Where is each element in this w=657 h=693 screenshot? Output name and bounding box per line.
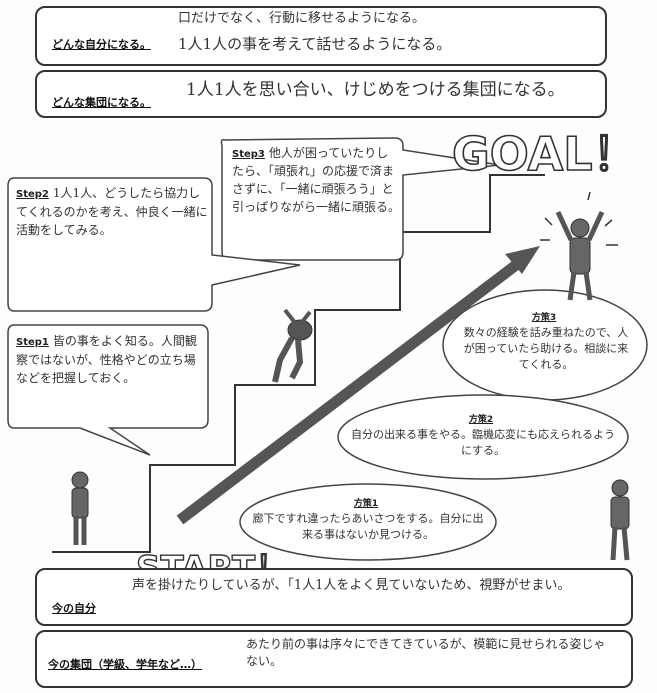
method3-text: 方策3 数々の経験を話み重ねたので、人が困っていたら助ける。相談に来てくれる。: [460, 312, 632, 373]
method1-ellipse: [239, 483, 497, 561]
method2-body: 自分の出来る事をやる。臨機応変にも応えられるようにする。: [351, 428, 615, 457]
step1-body: 皆の事をよく知る。人間観察ではないが、性格やどの立ち場などを把握しておく。: [16, 334, 197, 386]
staircase-outline: [52, 174, 545, 553]
goal-heading: GOAL！: [452, 127, 639, 181]
step3-label: Step3: [232, 149, 265, 160]
method2-ellipse: [337, 394, 629, 480]
current-self-box: [35, 568, 633, 626]
target-group-box: [35, 70, 607, 118]
method2-label: 方策2: [468, 415, 494, 425]
sparkle-lines: [540, 191, 618, 246]
step2-label: Step2: [16, 189, 49, 200]
current-group-text: あたり前の事は序々にできてきているが、模範に見せられる姿じゃない。: [246, 637, 606, 669]
target-group-text: 1人1人を思い合い、けじめをつける集団になる。: [186, 80, 565, 100]
method1-label: 方策1: [353, 499, 379, 509]
target-self-box: [35, 6, 607, 66]
step1-label: Step1: [16, 337, 49, 348]
target-self-label: どんな自分になる。: [52, 38, 151, 51]
step1-bubble: [7, 324, 209, 456]
method3-label: 方策3: [531, 313, 557, 323]
climbing-figure: [272, 308, 313, 383]
target-group-label: どんな集団になる。: [52, 96, 151, 109]
target-self-line2: 1人1人の事を考えて話せるようになる。: [178, 35, 452, 53]
target-self-line1: 口だけでなく、行動に移せるようになる。: [178, 11, 426, 26]
progress-arrow-shaft: [176, 257, 524, 525]
step3-body: 他人が困っていたりしたら、「頑張れ」の応援で済まさずに、「一緒に頑張ろう」と引っ…: [232, 146, 401, 214]
current-group-label: 今の集団（学級、学年など…）: [48, 658, 202, 671]
method1-text: 方策1 廊下ですれ違ったらあいさつをする。自分に出来る事はないか見つける。: [252, 498, 484, 543]
method3-body: 数々の経験を話み重ねたので、人が困っていたら助ける。相談に来てくれる。: [463, 326, 629, 371]
current-self-text: 声を掛けたりしているが、「1人1人をよく見ていないため、視野がせまい。: [132, 578, 571, 593]
method2-text: 方策2 自分の出来る事をやる。臨機応変にも応えられるようにする。: [350, 414, 616, 459]
step2-bubble: [7, 177, 301, 312]
progress-arrow-head: [505, 246, 540, 274]
current-group-box: [35, 630, 633, 688]
step2-body: 1人1人、どうしたら協力してくれるのかを考え、仲良く一緒に活動をしてみる。: [16, 186, 208, 238]
standing-figure-left: [71, 471, 89, 545]
cheering-figure: [555, 210, 605, 301]
current-self-label: 今の自分: [52, 602, 96, 615]
step3-bubble: [220, 137, 501, 261]
method1-body: 廊下ですれ違ったらあいさつをする。自分に出来る事はないか見つける。: [252, 512, 484, 541]
standing-figure-right: [610, 479, 630, 561]
